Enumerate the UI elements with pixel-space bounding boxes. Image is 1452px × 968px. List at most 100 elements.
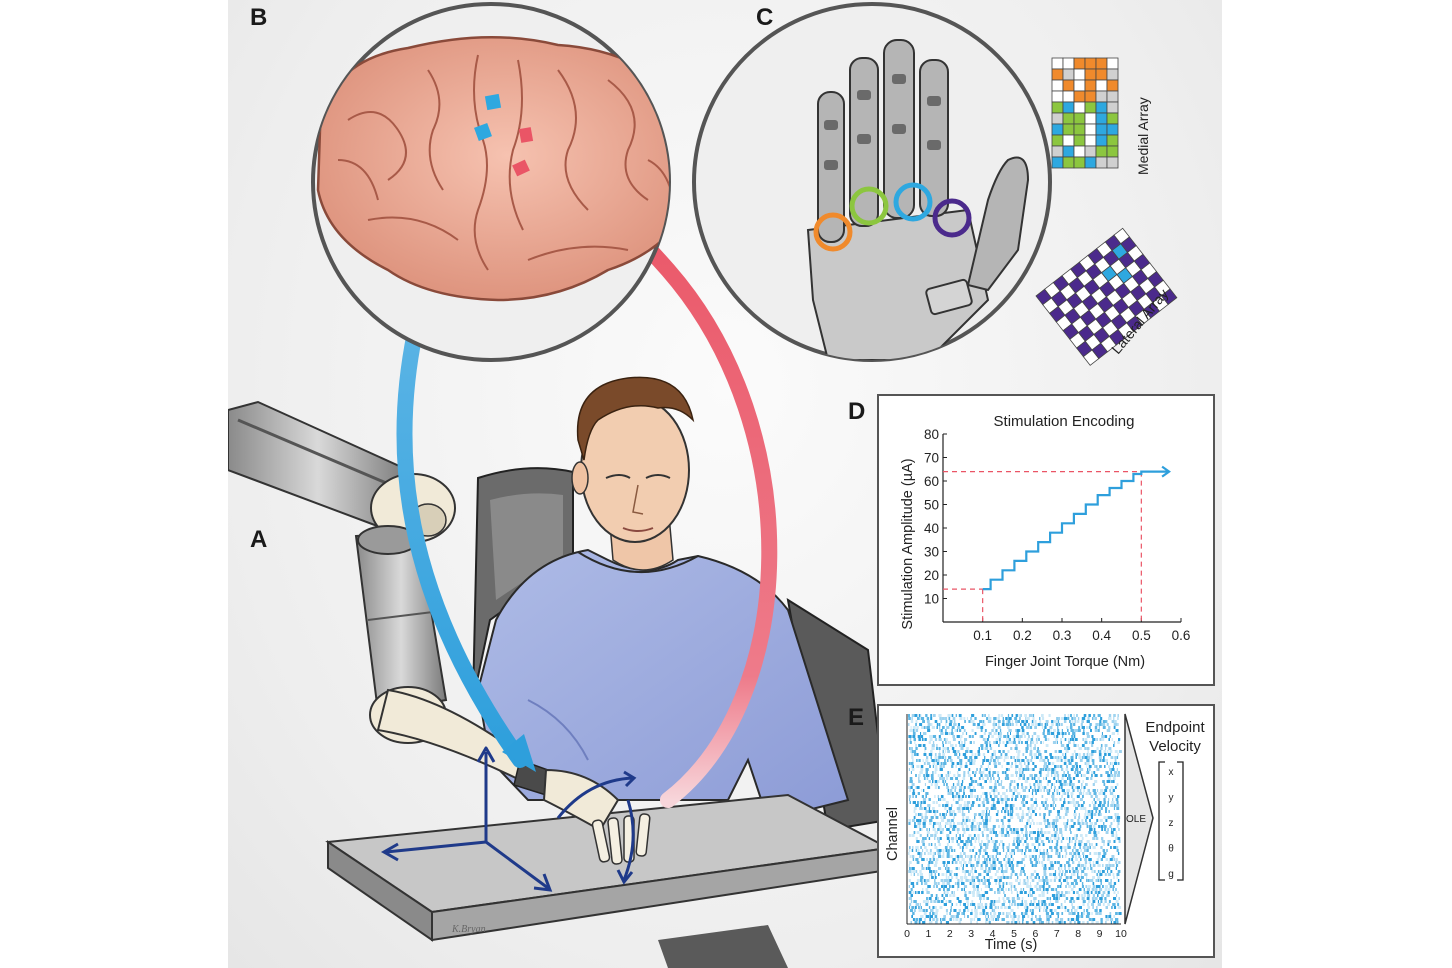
spike-mark <box>993 792 995 795</box>
spike-mark <box>960 798 963 801</box>
spike-mark <box>1051 786 1052 789</box>
spike-mark <box>1063 846 1066 849</box>
spike-mark <box>924 912 927 915</box>
spike-mark <box>949 873 951 876</box>
spike-mark <box>1046 777 1047 780</box>
spike-mark <box>1032 819 1034 822</box>
spike-mark <box>929 828 930 831</box>
spike-mark <box>958 780 960 783</box>
spike-mark <box>1020 849 1022 852</box>
spike-mark <box>1076 918 1079 921</box>
spike-mark <box>1042 864 1044 867</box>
spike-mark <box>1093 771 1095 774</box>
spike-mark <box>1023 870 1025 873</box>
spike-mark <box>1023 882 1024 885</box>
spike-mark <box>922 849 923 852</box>
spike-mark <box>975 906 976 909</box>
medial-array-cell <box>1074 146 1085 157</box>
spike-mark <box>1076 828 1077 831</box>
spike-mark <box>959 717 962 720</box>
spike-mark <box>985 846 988 849</box>
spike-mark <box>956 873 958 876</box>
spike-mark <box>930 849 932 852</box>
spike-mark <box>1051 723 1054 726</box>
spike-mark <box>1081 783 1082 786</box>
spike-mark <box>1018 750 1021 753</box>
spike-mark <box>1010 756 1012 759</box>
spike-mark <box>1110 918 1113 921</box>
spike-mark <box>961 879 964 882</box>
medial-array-cell <box>1107 135 1118 146</box>
spike-mark <box>1082 756 1083 759</box>
spike-mark <box>920 768 923 771</box>
spike-mark <box>1035 840 1038 843</box>
spike-mark <box>1004 756 1007 759</box>
spike-mark <box>1024 735 1026 738</box>
spike-mark <box>969 768 971 771</box>
spike-mark <box>918 906 920 909</box>
spike-mark <box>1094 792 1097 795</box>
spike-mark <box>1002 750 1004 753</box>
spike-mark <box>1038 828 1039 831</box>
spike-mark <box>985 741 988 744</box>
y-tick-label: 50 <box>924 498 939 513</box>
spike-mark <box>1061 912 1063 915</box>
spike-mark <box>977 783 979 786</box>
spike-mark <box>978 813 981 816</box>
spike-mark <box>1059 852 1061 855</box>
spike-mark <box>1024 891 1027 894</box>
spike-mark <box>945 732 948 735</box>
spike-mark <box>1034 786 1036 789</box>
spike-mark <box>936 858 938 861</box>
spike-mark <box>1021 741 1023 744</box>
spike-mark <box>1031 798 1033 801</box>
spike-mark <box>1026 726 1029 729</box>
spike-mark <box>960 909 961 912</box>
spike-mark <box>1087 912 1090 915</box>
spike-mark <box>963 744 966 747</box>
spike-mark <box>971 780 974 783</box>
spike-mark <box>986 798 989 801</box>
spike-mark <box>929 876 930 879</box>
medial-array-cell <box>1063 135 1074 146</box>
spike-mark <box>1115 750 1118 753</box>
spike-mark <box>918 792 920 795</box>
spike-mark <box>1116 729 1119 732</box>
spike-mark <box>952 891 953 894</box>
spike-mark <box>1011 762 1012 765</box>
spike-mark <box>995 729 997 732</box>
spike-mark <box>1033 822 1034 825</box>
spike-mark <box>1027 906 1029 909</box>
panel-b-circle <box>313 4 696 360</box>
spike-mark <box>962 810 963 813</box>
spike-mark <box>1024 906 1026 909</box>
spike-mark <box>970 870 973 873</box>
spike-mark <box>1113 714 1116 717</box>
spike-mark <box>1019 807 1021 810</box>
spike-mark <box>1061 786 1063 789</box>
spike-mark <box>988 717 991 720</box>
medial-array-cell <box>1096 135 1107 146</box>
spike-mark <box>1084 816 1086 819</box>
spike-mark <box>1013 756 1015 759</box>
spike-mark <box>1111 774 1113 777</box>
spike-mark <box>1061 903 1063 906</box>
spike-mark <box>925 792 928 795</box>
spike-mark <box>1101 735 1104 738</box>
spike-mark <box>1024 714 1027 717</box>
spike-mark <box>930 834 933 837</box>
spike-mark <box>1117 723 1118 726</box>
spike-mark <box>933 741 934 744</box>
spike-mark <box>956 840 958 843</box>
vector-bracket-left <box>1159 762 1165 880</box>
spike-mark <box>1093 831 1096 834</box>
spike-mark <box>1068 741 1071 744</box>
spike-mark <box>1098 900 1099 903</box>
spike-mark <box>995 834 998 837</box>
spike-mark <box>998 750 1001 753</box>
spike-mark <box>1087 888 1090 891</box>
spike-mark <box>1009 852 1012 855</box>
spike-mark <box>1110 804 1114 807</box>
spike-mark <box>1046 744 1049 747</box>
spike-mark <box>1095 774 1098 777</box>
